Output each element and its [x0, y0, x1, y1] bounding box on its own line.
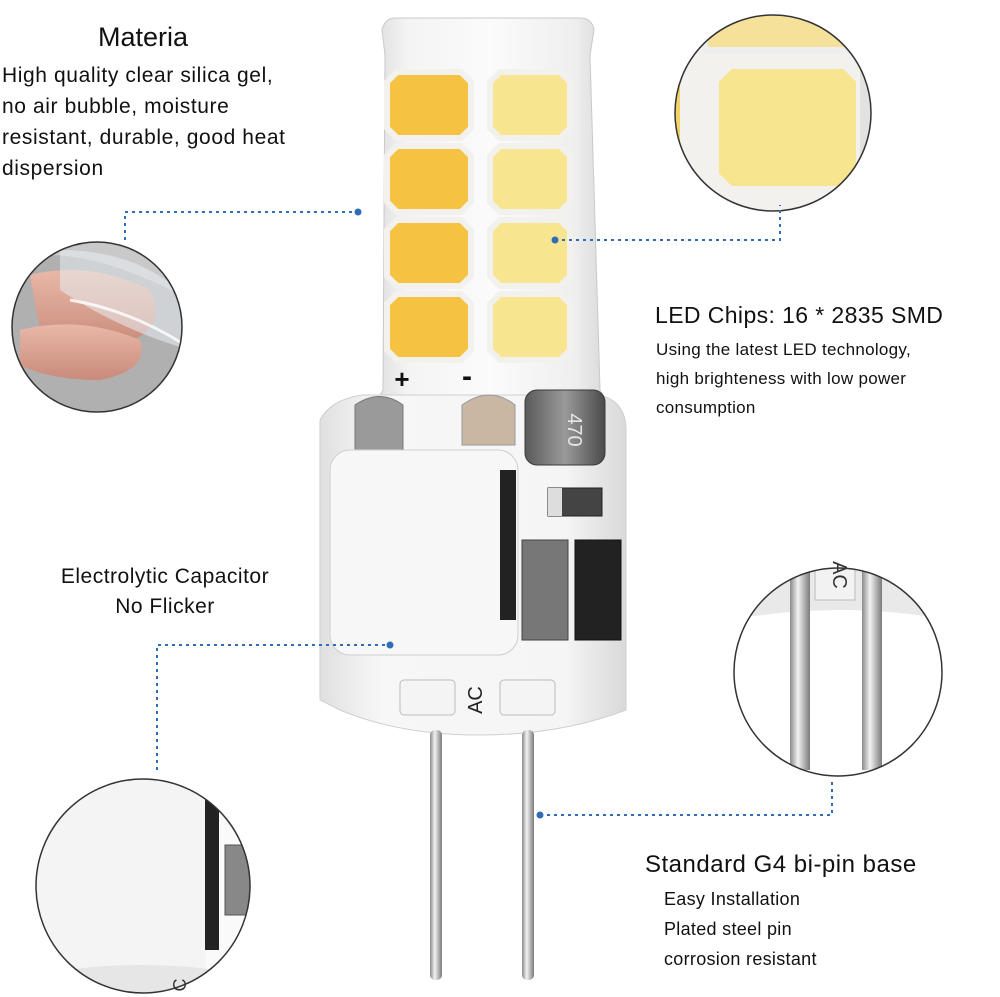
led-chips-title: LED Chips: 16 * 2835 SMD — [655, 302, 944, 328]
zoom-capacitor-label: C — [170, 979, 190, 992]
rectifier-chip — [521, 539, 569, 641]
led-chips-description: Using the latest LED technology, high br… — [656, 335, 911, 422]
material-desc-line: resistant, durable, good heat — [2, 126, 286, 149]
led-chip-column-left — [384, 69, 474, 363]
base-tab — [499, 679, 556, 716]
zoom-led-chip — [675, 15, 871, 211]
pin-right — [522, 730, 534, 980]
led-desc-line: Using the latest LED technology, — [656, 340, 911, 359]
zoom-frame — [11, 241, 183, 413]
base-desc-line: Plated steel pin — [664, 919, 792, 939]
material-title: Materia — [98, 22, 189, 52]
led-chip — [487, 143, 573, 215]
zoom-capacitor — [36, 779, 250, 993]
led-chip — [384, 291, 474, 363]
diode-band — [548, 488, 562, 516]
leader-line-capacitor — [156, 644, 390, 770]
leader-lines — [124, 205, 833, 816]
leader-dots — [354, 208, 559, 819]
pin-left — [430, 730, 442, 980]
base-title: Standard G4 bi-pin base — [645, 851, 917, 878]
zoom-pins-label: AC — [828, 561, 850, 589]
material-desc-line: dispersion — [2, 157, 104, 180]
led-chip-column-right — [487, 69, 573, 363]
material-description: High quality clear silica gel, no air bu… — [2, 60, 362, 184]
leader-line-led — [555, 205, 781, 241]
zoom-pins — [734, 568, 942, 776]
leader-line-base — [540, 780, 833, 816]
base-desc-line: Easy Installation — [664, 889, 801, 909]
minus-mark: - — [462, 360, 472, 393]
zoom-frame — [674, 14, 872, 212]
rectifier-chip — [574, 539, 622, 641]
inductor-chip — [524, 389, 606, 466]
base-desc-line: corrosion resistant — [664, 949, 817, 969]
zoom-frame — [35, 778, 251, 994]
material-desc-line: no air bubble, moisture — [2, 95, 230, 118]
base-description: Easy Installation Plated steel pin corro… — [664, 884, 817, 974]
component-code: 470 — [563, 413, 585, 446]
capacitor-description: Electrolytic Capacitor No Flicker — [40, 562, 290, 622]
zoom-silica-gel — [12, 242, 182, 412]
base-tab — [399, 679, 456, 716]
led-chip — [384, 143, 474, 215]
material-desc-line: High quality clear silica gel, — [2, 64, 274, 87]
pcb-label: AC — [465, 686, 487, 714]
led-chip — [487, 69, 573, 141]
capacitor-title: Electrolytic Capacitor — [60, 565, 270, 588]
capacitor-edge — [500, 470, 516, 620]
led-chip — [384, 217, 474, 289]
led-desc-line: high brighteness with low power — [656, 369, 907, 388]
zoom-frame — [733, 567, 943, 777]
capacitor-cylinder — [329, 449, 519, 656]
solder-pad — [354, 396, 404, 456]
led-chip — [487, 291, 573, 363]
led-chip — [384, 69, 474, 141]
capacitor-desc: No Flicker — [115, 595, 215, 618]
solder-pad — [461, 394, 516, 446]
leader-line-material — [124, 211, 358, 240]
led-chip — [487, 217, 573, 289]
plus-mark: + — [394, 364, 409, 394]
led-desc-line: consumption — [656, 398, 756, 417]
